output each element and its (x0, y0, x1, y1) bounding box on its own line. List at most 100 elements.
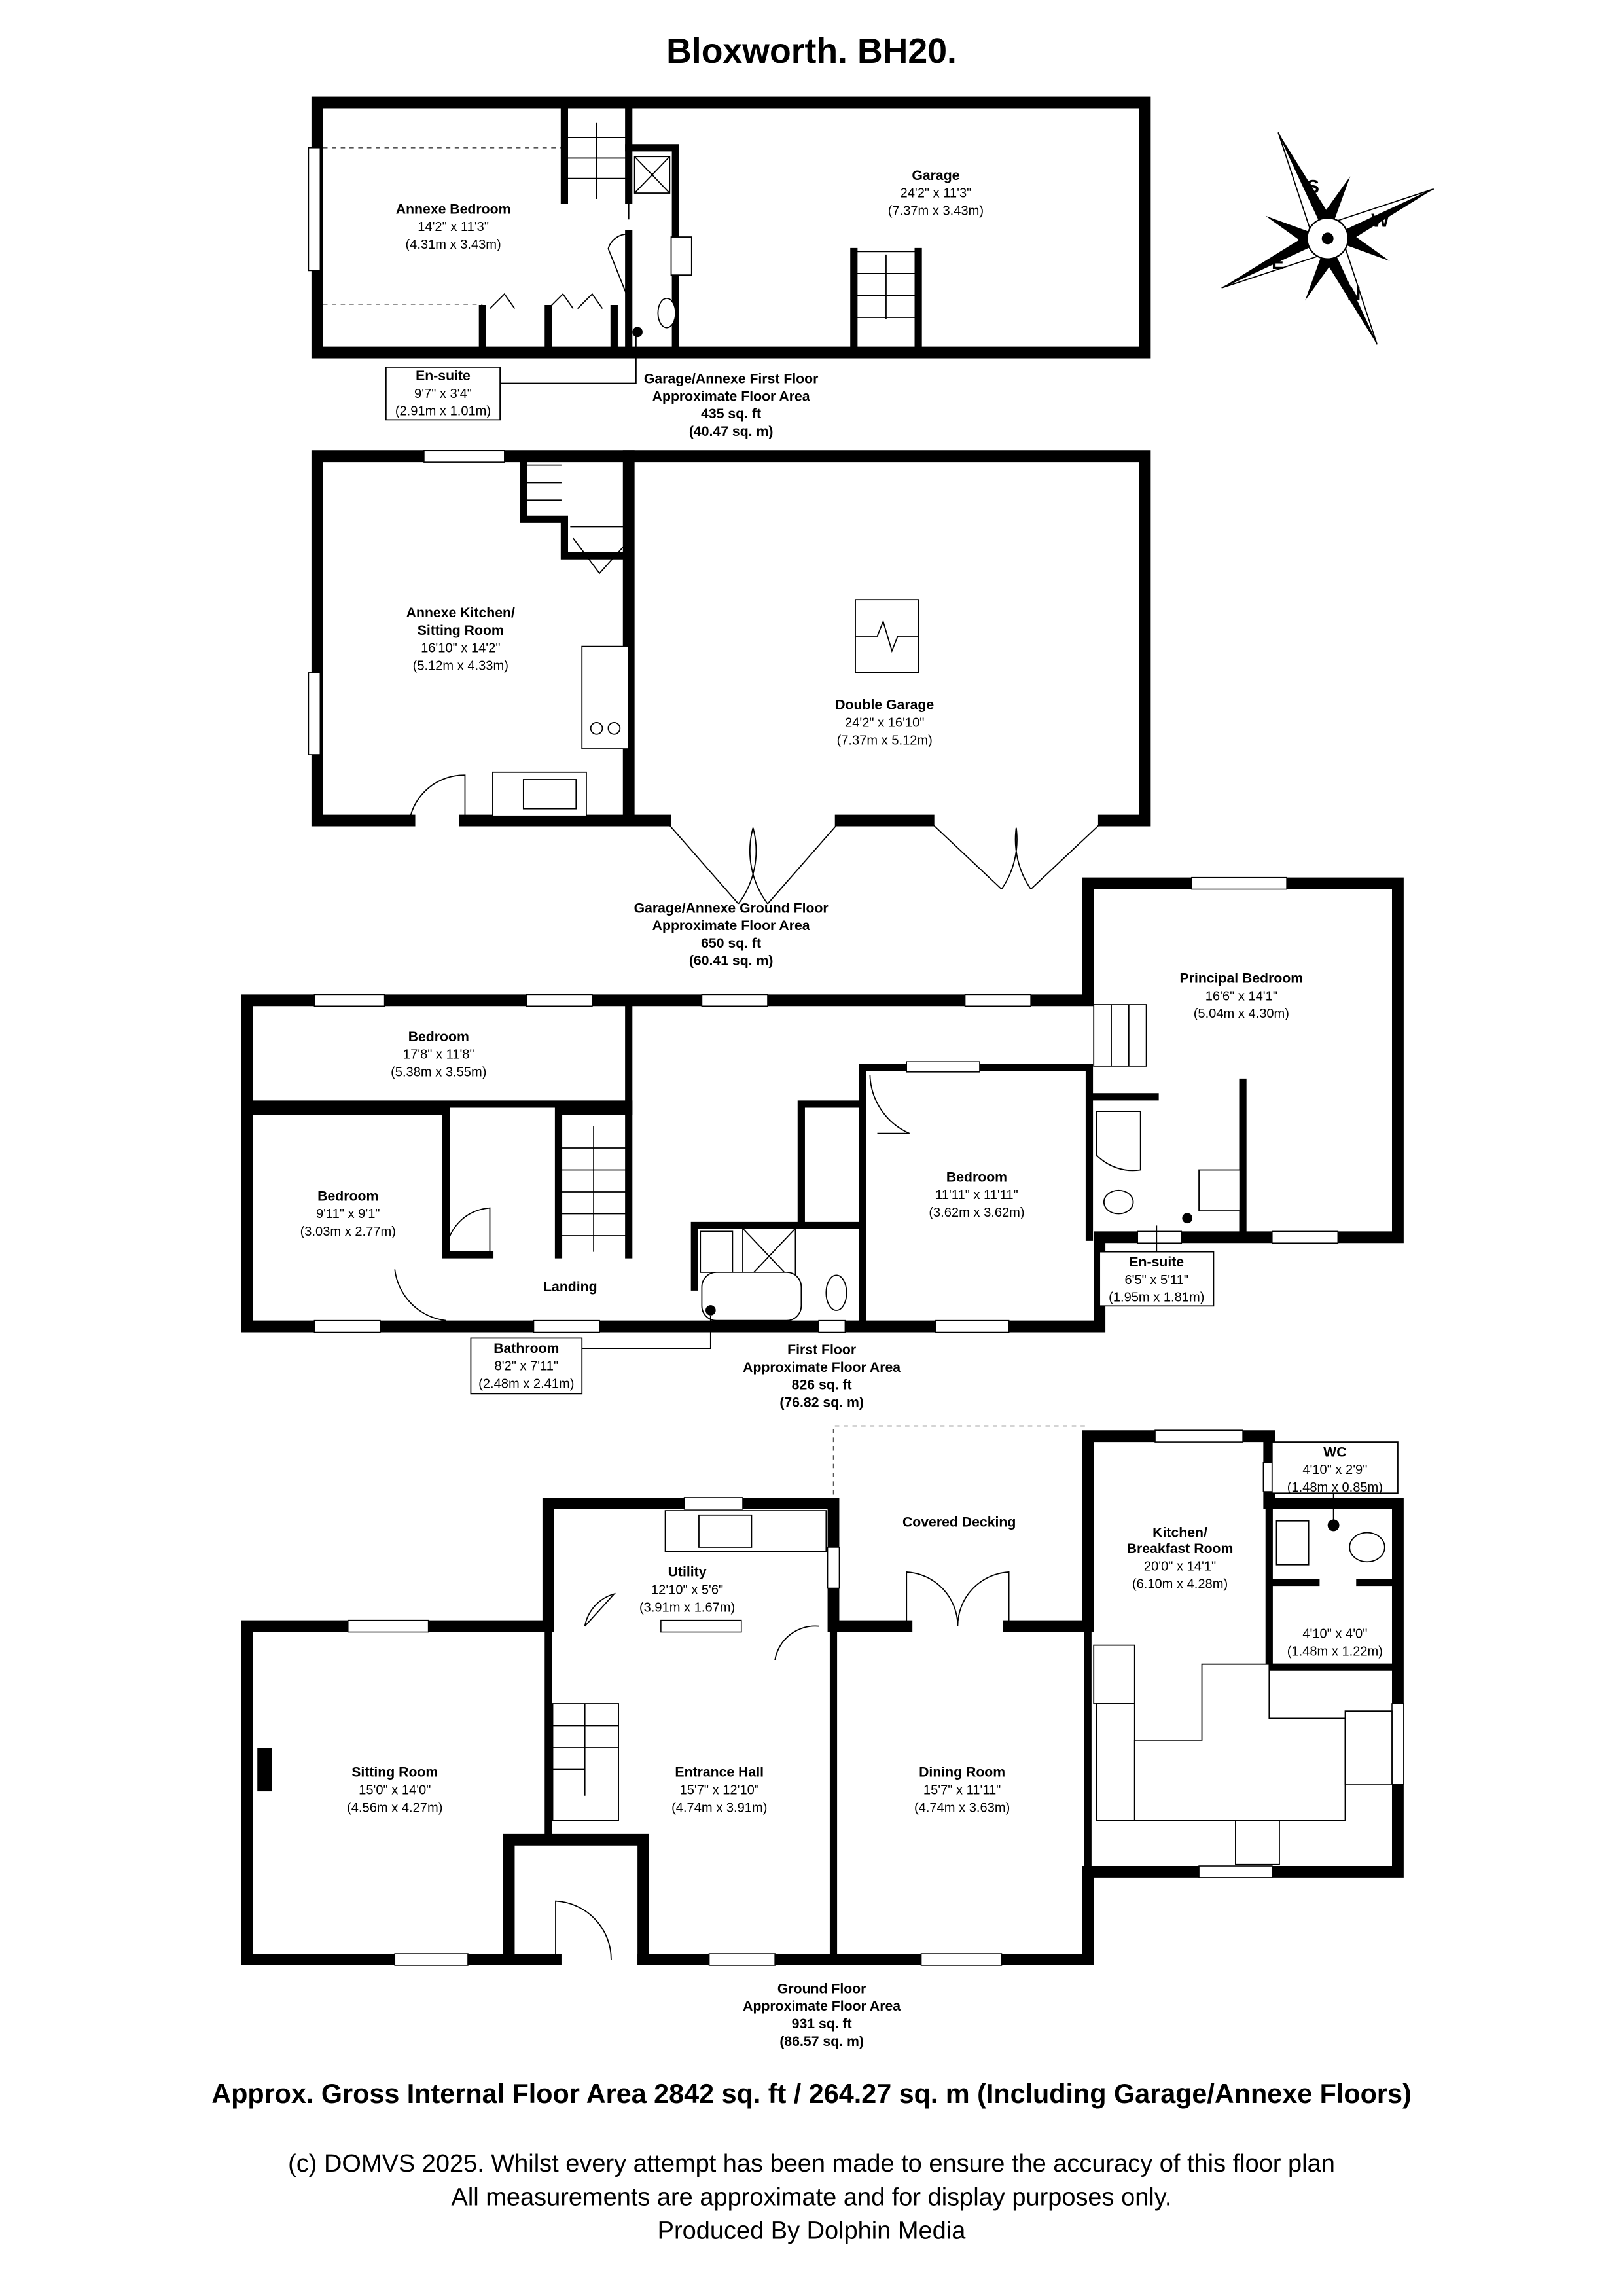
room-label-text: 826 sq. ft (792, 1378, 852, 1393)
plan-line (347, 1619, 429, 1633)
plan-line (1272, 1230, 1339, 1244)
room-label-text: 4'10" x 2'9" (1302, 1463, 1367, 1477)
room-label-box (470, 1337, 583, 1395)
plan-line (1327, 188, 1434, 245)
plan-line (797, 1064, 1247, 1331)
plan-line (827, 1547, 840, 1589)
sink (698, 1514, 753, 1548)
plan-line (1198, 1865, 1273, 1878)
room-label-text: (5.38m x 3.55m) (391, 1066, 486, 1080)
window (423, 450, 505, 463)
room-label-text: (5.04m x 4.30m) (1194, 1007, 1289, 1021)
room-label-text: 15'0" x 14'0" (359, 1784, 431, 1798)
producer-credit: Produced By Dolphin Media (658, 2217, 967, 2245)
room-label-text: (76.82 sq. m) (779, 1395, 864, 1410)
plan-line (607, 721, 621, 735)
step (1093, 1644, 1135, 1704)
room-label-text: Principal Bedroom (1180, 971, 1304, 986)
room-label-box (385, 367, 501, 421)
plan-line (1278, 132, 1334, 239)
room-label-text: Approximate Floor Area (652, 918, 810, 933)
room-label-text: (2.48m x 2.41m) (478, 1376, 574, 1391)
room-label-text: (5.12m x 4.33m) (413, 658, 508, 673)
room-label-text: 17'8" x 11'8" (403, 1048, 474, 1062)
kitchen-counter (581, 645, 630, 749)
disclaimer: All measurements are approximate and for… (452, 2183, 1172, 2211)
room-label-text: Covered Decking (902, 1515, 1016, 1530)
room-label-text: Entrance Hall (675, 1765, 764, 1780)
window (308, 672, 321, 755)
room-label-text: 15'7" x 12'10" (680, 1784, 759, 1798)
plan-line (582, 1316, 711, 1349)
plan-line (1321, 238, 1378, 345)
plan-line (590, 721, 603, 735)
plan-line (920, 1953, 1003, 1966)
room-label-text: 24'2" x 11'3" (901, 187, 972, 201)
basin (1198, 1169, 1241, 1211)
first-floor-plan: Principal Bedroom 16'6" x 14'1" (5.04m x… (241, 876, 1404, 1410)
plan-line (554, 1107, 633, 1259)
staircase (560, 104, 633, 204)
toilet (657, 298, 677, 329)
toilet (1103, 1189, 1134, 1215)
plan-line (526, 994, 593, 1007)
room-label-text: (1.95m x 1.81m) (1109, 1291, 1204, 1305)
sink (1344, 1710, 1393, 1785)
room-label-text: Bathroom (493, 1341, 559, 1356)
plan-line (660, 1619, 742, 1633)
door (408, 774, 466, 821)
plan-line (247, 1107, 494, 1259)
window (308, 147, 321, 272)
room-label-text: (4.56m x 4.27m) (347, 1801, 442, 1815)
room-label-text: 9'7" x 3'4" (414, 387, 472, 401)
basin (1275, 1520, 1310, 1566)
plan-line (1221, 232, 1328, 288)
room-label-text: Approximate Floor Area (743, 1360, 901, 1375)
staircase (552, 1703, 619, 1821)
room-label-text: (60.41 sq. m) (689, 954, 774, 969)
room-label-text: 14'2" x 11'3" (418, 220, 489, 234)
plan-line (394, 1953, 469, 1966)
fireplace (257, 1748, 272, 1792)
plan-line (701, 994, 768, 1007)
plan-line (632, 327, 643, 338)
basin (670, 236, 692, 276)
shower (1096, 1111, 1141, 1172)
room-label-text: 931 sq. ft (792, 2017, 852, 2032)
plan-line (832, 1425, 1088, 1503)
toilet (825, 1274, 847, 1311)
room-label-text: Double Garage (835, 698, 934, 713)
room-label-text: 9'11" x 9'1" (316, 1207, 380, 1221)
room-name: Garage (912, 168, 959, 183)
room-label-text: (7.37m x 5.12m) (837, 733, 933, 747)
room-label-text: Kitchen/ (1152, 1525, 1207, 1540)
room-label-text: Approximate Floor Area (652, 389, 810, 404)
room-label-text: N (1347, 283, 1361, 304)
toilet (1349, 1532, 1385, 1563)
room-label-text: 11'11" x 11'11" (935, 1188, 1018, 1202)
plan-line (935, 1319, 1010, 1333)
garage-loft-hatch (855, 599, 919, 673)
annexe-first-floor-plan: Annexe Bedroom 14'2" x 11'3" (4.31m x 3.… (308, 96, 1151, 439)
room-label-text: En-suite (416, 368, 471, 384)
room-label-text: WC (1323, 1444, 1346, 1460)
door (394, 1269, 446, 1321)
plan-line (818, 1319, 846, 1333)
room-label-text: Utility (668, 1565, 707, 1580)
room-label-text: Dining Room (919, 1765, 1005, 1780)
garage-door (664, 819, 842, 905)
plan-line (500, 336, 637, 384)
room-label-text: 650 sq. ft (701, 936, 761, 951)
staircase (1093, 1004, 1147, 1067)
room-label-text: Landing (543, 1280, 597, 1295)
plan-line (1093, 1004, 1147, 1067)
ground-floor-plan: Utility 12'10" x 5'6" (3.91m x 1.67m) Co… (241, 1425, 1404, 2049)
room-label-text: 8'2" x 7'11" (495, 1359, 559, 1374)
room-label-box (1099, 1251, 1215, 1307)
kitchen-units (1096, 1703, 1135, 1821)
plan-line (869, 1075, 910, 1134)
plan-line (1191, 876, 1287, 890)
hob (1235, 1820, 1280, 1865)
room-label-text: Bedroom (946, 1170, 1007, 1185)
